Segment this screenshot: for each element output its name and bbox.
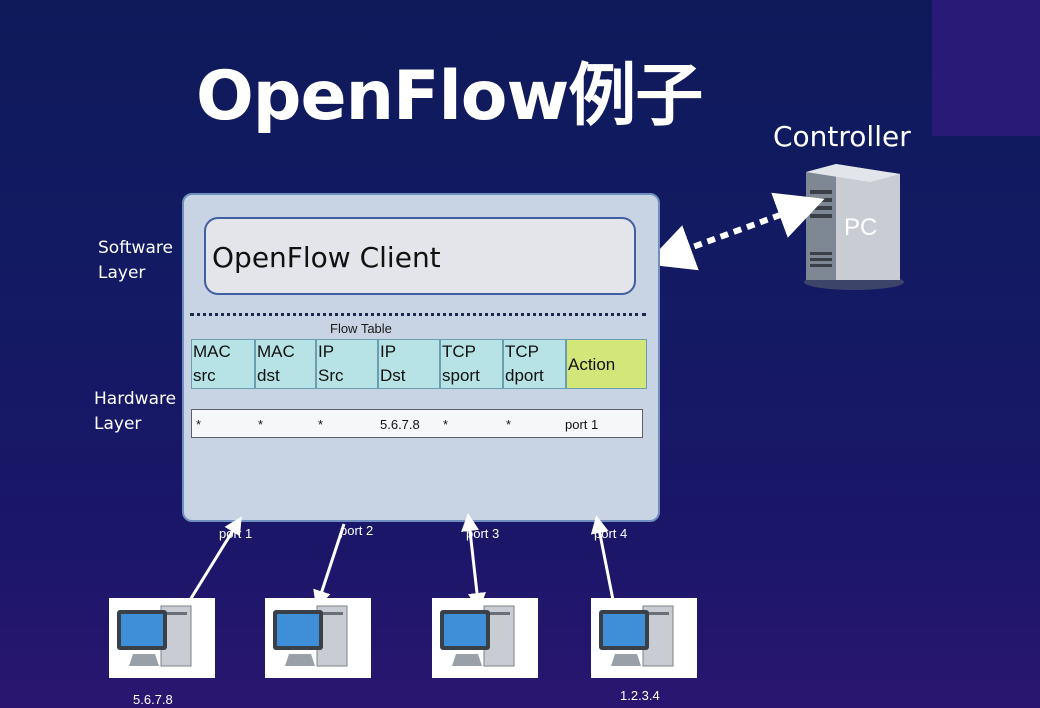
software-layer-line2: Layer [98, 263, 146, 283]
server-text: PC [844, 214, 877, 241]
desktop-computer-icon [599, 605, 674, 667]
flow-table-title: Flow Table [330, 321, 392, 336]
header-tcp-dport: TCP dport [503, 339, 566, 389]
desktop-computer-icon [440, 605, 515, 667]
header-text: src [193, 366, 216, 385]
header-text: MAC [257, 342, 295, 361]
header-text: dst [257, 366, 280, 385]
openflow-client-label: OpenFlow Client [212, 241, 441, 274]
header-mac-dst: MAC dst [255, 339, 316, 389]
header-text: IP [318, 342, 335, 361]
link-host1-port1 [188, 516, 242, 601]
header-action: Action [566, 339, 647, 389]
cell-tcp-sport: * [443, 417, 449, 432]
corner-decoration [932, 0, 1040, 136]
port-2-label: port 2 [340, 523, 374, 538]
link-host4-port4 [590, 515, 615, 601]
cell-mac-src: * [196, 417, 202, 432]
header-text: Src [318, 366, 344, 385]
software-layer-line1: Software [98, 238, 173, 258]
flow-table-row: * * * 5.6.7.8 * * port 1 [191, 409, 643, 438]
controller-label: Controller [773, 120, 911, 153]
flow-table-header: MAC src MAC dst IP Src IP Dst TCP sport … [191, 339, 647, 389]
software-layer-label: Software Layer [98, 236, 173, 286]
layer-divider [190, 313, 646, 316]
host-pc-3 [432, 598, 538, 678]
hardware-layer-line2: Layer [94, 414, 142, 434]
cell-mac-dst: * [258, 417, 264, 432]
header-text: TCP [442, 342, 476, 361]
host-pc-1 [109, 598, 215, 678]
header-text: dport [505, 366, 544, 385]
header-text: TCP [505, 342, 539, 361]
header-ip-dst: IP Dst [378, 339, 440, 389]
header-ip-src: IP Src [316, 339, 378, 389]
header-tcp-sport: TCP sport [440, 339, 503, 389]
host-pc-2 [265, 598, 371, 678]
link-host3-port3 [461, 513, 486, 611]
desktop-computer-icon [273, 605, 348, 667]
hardware-layer-label: Hardware Layer [94, 387, 176, 437]
header-text: MAC [193, 342, 231, 361]
link-host2-port2 [313, 523, 346, 609]
hardware-layer-line1: Hardware [94, 389, 177, 409]
slide-title: OpenFlow例子 [196, 57, 703, 136]
host-1-ip: 5.6.7.8 [133, 692, 173, 707]
cell-tcp-dport: * [506, 417, 512, 432]
header-text: Dst [380, 366, 406, 385]
header-mac-src: MAC src [191, 339, 255, 389]
host-pc-4 [591, 598, 697, 678]
desktop-computer-icon [117, 605, 192, 667]
header-text: sport [442, 366, 480, 385]
cell-action: port 1 [565, 417, 599, 432]
openflow-client-box: OpenFlow Client [204, 217, 636, 295]
header-text: IP [380, 342, 397, 361]
host-4-ip: 1.2.3.4 [620, 688, 660, 703]
cell-ip-src: * [318, 417, 324, 432]
cell-ip-dst: 5.6.7.8 [380, 417, 420, 432]
